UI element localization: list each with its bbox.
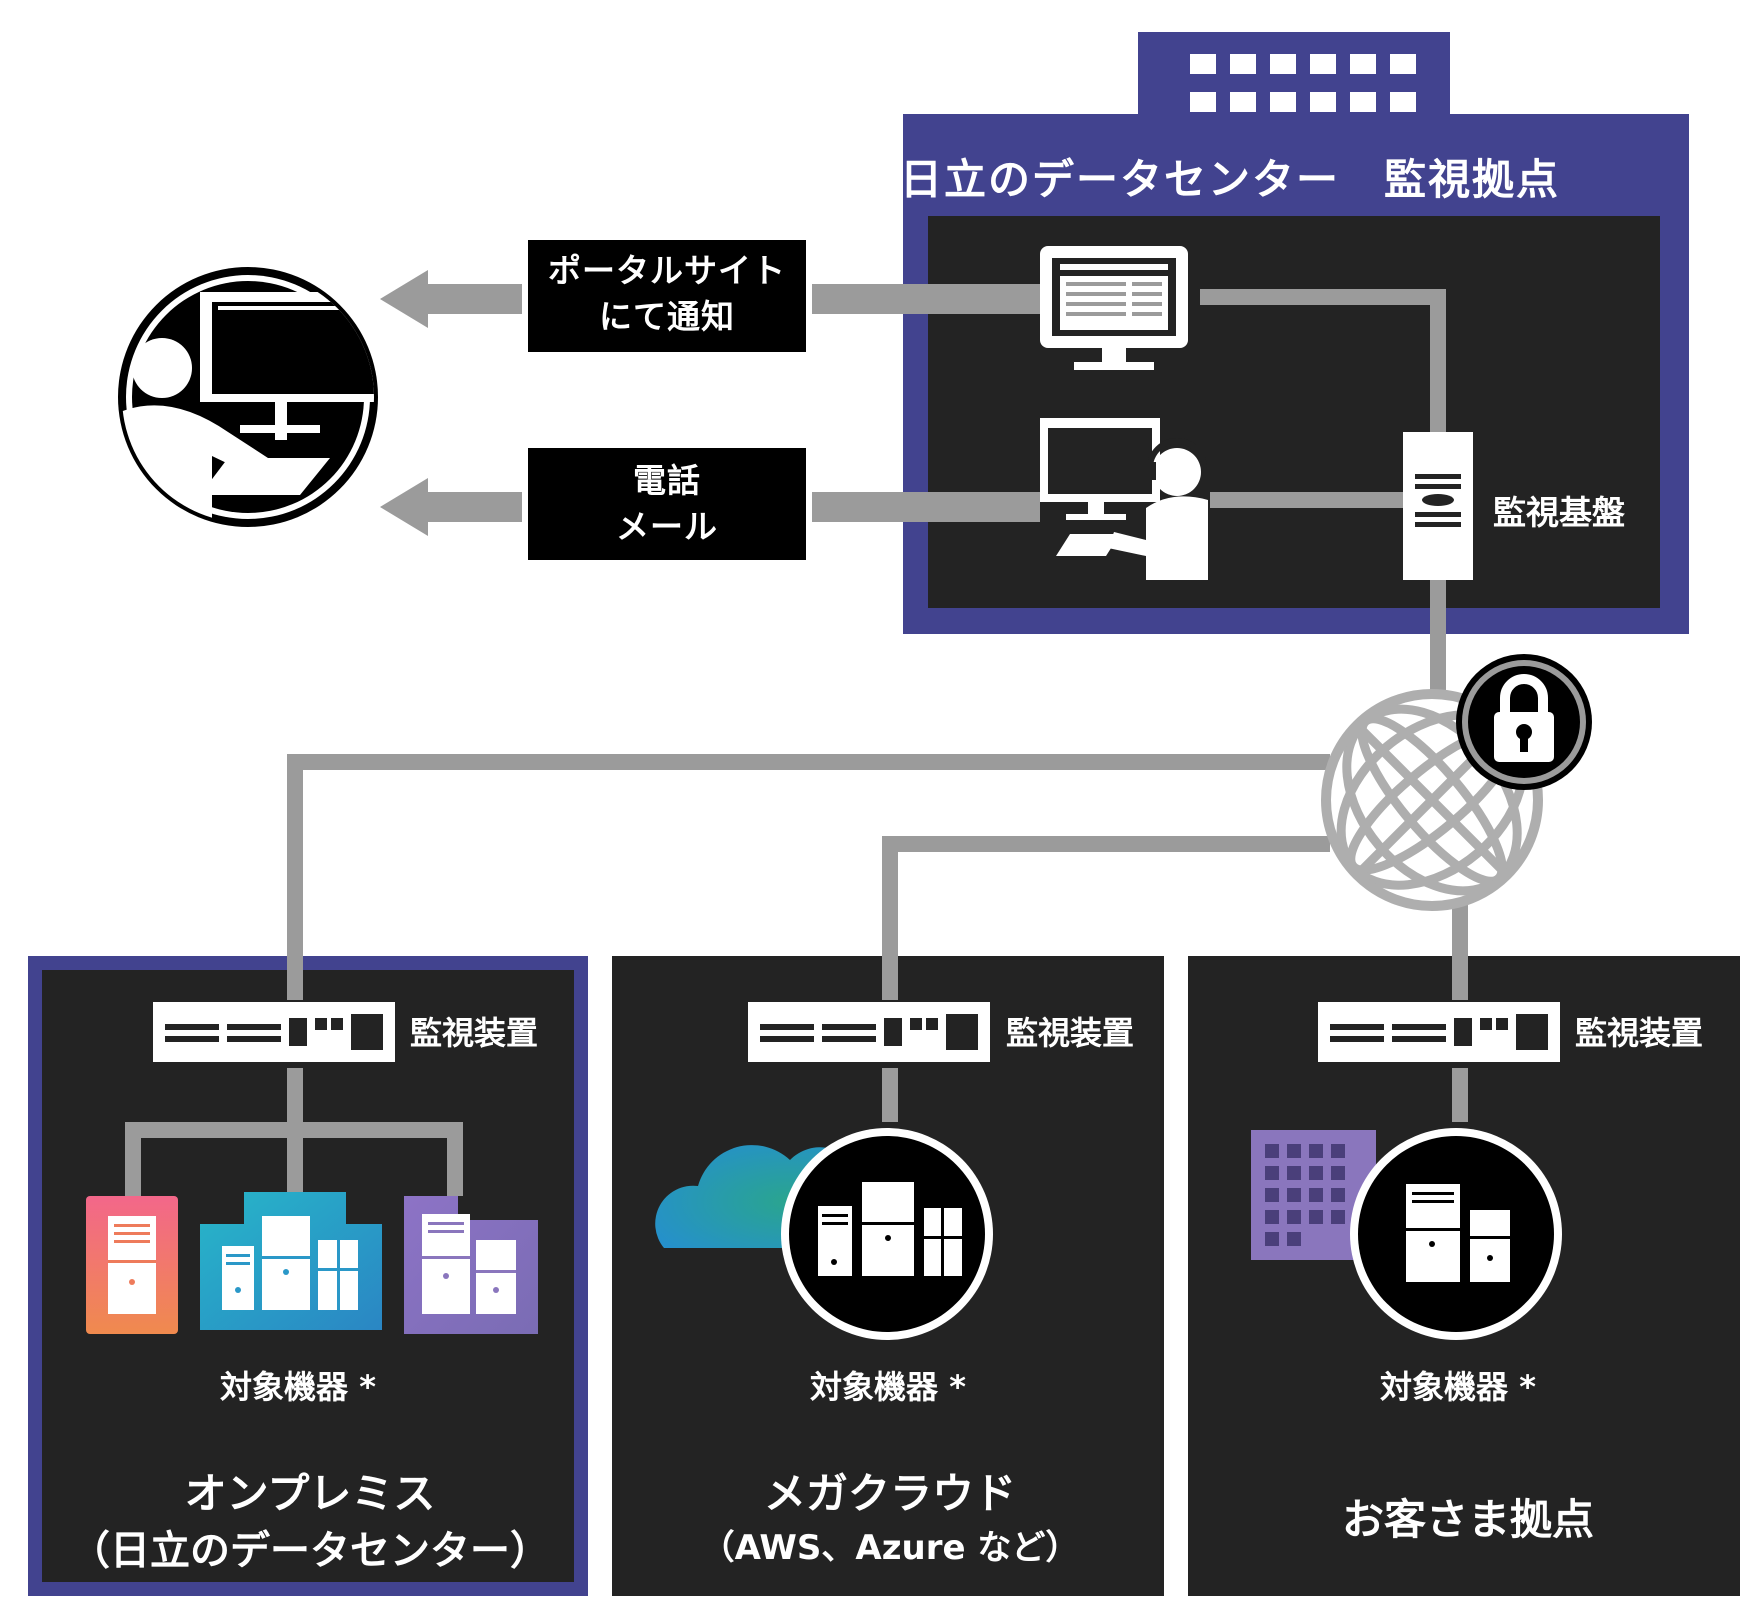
operator-at-monitor-icon: [118, 267, 378, 527]
phone-mail-notification-label: 電話 メール: [528, 448, 806, 560]
phone-notification-line1: 電話: [633, 461, 701, 500]
notification-arrows: [380, 270, 1040, 536]
lock-icon: [1456, 654, 1592, 790]
monitoring-appliance-icon: [153, 1002, 395, 1062]
phone-notification-line2: メール: [616, 507, 718, 546]
building-icon: [1251, 1130, 1376, 1260]
server-icon: [200, 1192, 382, 1330]
hq-title: 日立のデータセンター 監視拠点: [900, 155, 1561, 204]
targets-label-onprem: 対象機器 *: [220, 1368, 376, 1406]
device-label-customer: 監視装置: [1575, 1014, 1704, 1052]
targets-label-cloud: 対象機器 *: [810, 1368, 966, 1406]
monitoring-server-icon: [1403, 432, 1473, 580]
site-subtitle-onprem: （日立のデータセンター）: [70, 1528, 550, 1574]
site-title-onprem: オンプレミス: [184, 1469, 436, 1518]
targets-label-customer: 対象機器 *: [1380, 1368, 1536, 1406]
monitoring-platform-label: 監視基盤: [1493, 493, 1625, 532]
portal-notification-line2: にて通知: [599, 297, 735, 336]
server-icon: [781, 1128, 993, 1340]
support-operator-icon: [1040, 418, 1208, 580]
device-label-cloud: 監視装置: [1006, 1014, 1135, 1052]
portal-monitor-icon: [1040, 246, 1188, 370]
server-icon: [1350, 1128, 1562, 1340]
site-title-customer: お客さま拠点: [1341, 1495, 1594, 1544]
device-label-onprem: 監視装置: [410, 1014, 539, 1052]
hq-building: [903, 32, 1689, 634]
portal-notification-line1: ポータルサイト: [548, 251, 786, 290]
portal-notification-label: ポータルサイト にて通知: [528, 240, 806, 352]
building-windows: [1190, 54, 1416, 112]
site-subtitle-cloud: （AWS、Azure など）: [700, 1528, 1080, 1568]
site-title-cloud: メガクラウド: [763, 1469, 1016, 1518]
monitoring-appliance-icon: [748, 1002, 990, 1062]
monitoring-appliance-icon: [1318, 1002, 1560, 1062]
server-icon: [404, 1196, 538, 1334]
server-icon: [86, 1196, 178, 1334]
panel-connection-lines: [125, 956, 1468, 1196]
